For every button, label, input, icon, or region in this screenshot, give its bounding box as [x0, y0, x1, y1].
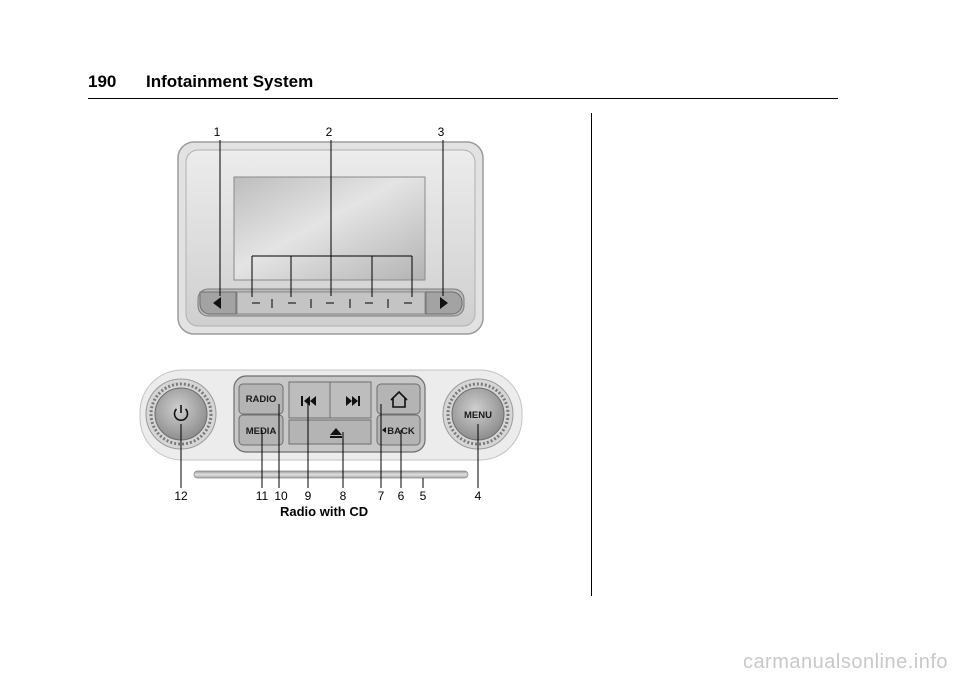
callout-11: 11 — [256, 489, 269, 503]
radio-button[interactable]: RADIO — [238, 383, 284, 415]
menu-select-knob[interactable]: MENU — [442, 378, 514, 450]
callout-2: 2 — [326, 125, 333, 139]
home-icon — [390, 390, 408, 408]
callout-lines — [180, 140, 479, 488]
radio-button-label: RADIO — [246, 394, 277, 405]
figure-caption: Radio with CD — [280, 504, 369, 519]
seek-forward-button[interactable] — [329, 381, 372, 419]
callout-8: 8 — [340, 489, 347, 503]
callout-1: 1 — [214, 125, 221, 139]
header-rule — [88, 98, 838, 99]
callout-10: 10 — [274, 489, 288, 503]
back-arrow-icon — [382, 427, 386, 433]
left-arrow-button[interactable] — [199, 291, 237, 315]
power-volume-knob[interactable] — [145, 378, 217, 450]
callout-3: 3 — [438, 125, 445, 139]
callout-12: 12 — [174, 489, 188, 503]
left-arrow-icon — [213, 297, 221, 309]
callout-9: 9 — [305, 489, 312, 503]
seek-back-icon — [301, 396, 316, 406]
callout-numbers: 1 2 3 4 5 6 7 8 9 10 11 12 — [174, 125, 481, 503]
callout-5: 5 — [420, 489, 427, 503]
callout-6: 6 — [398, 489, 405, 503]
media-button[interactable]: MEDIA — [238, 414, 284, 446]
favorite-button-marks — [252, 299, 412, 308]
media-button-label: MEDIA — [246, 426, 277, 437]
callout-4: 4 — [475, 489, 482, 503]
menu-knob-label: MENU — [464, 410, 492, 421]
eject-icon — [330, 428, 342, 438]
watermark: carmanualsonline.info — [742, 651, 948, 673]
page-number: 190 — [88, 72, 117, 91]
back-button[interactable]: BACK — [376, 414, 421, 446]
touch-screen[interactable] — [233, 176, 426, 281]
callout-7: 7 — [378, 489, 385, 503]
seek-back-button[interactable] — [288, 381, 331, 419]
section-title: Infotainment System — [146, 72, 314, 91]
power-icon — [173, 405, 189, 421]
control-panel: MENU RADIO MEDIA — [139, 369, 523, 461]
right-arrow-button[interactable] — [425, 291, 463, 315]
seek-forward-icon — [346, 396, 360, 406]
right-arrow-icon — [440, 297, 448, 309]
eject-button[interactable] — [288, 419, 372, 445]
home-button[interactable] — [376, 383, 421, 415]
cd-slot[interactable] — [193, 470, 469, 479]
column-divider — [591, 113, 592, 596]
